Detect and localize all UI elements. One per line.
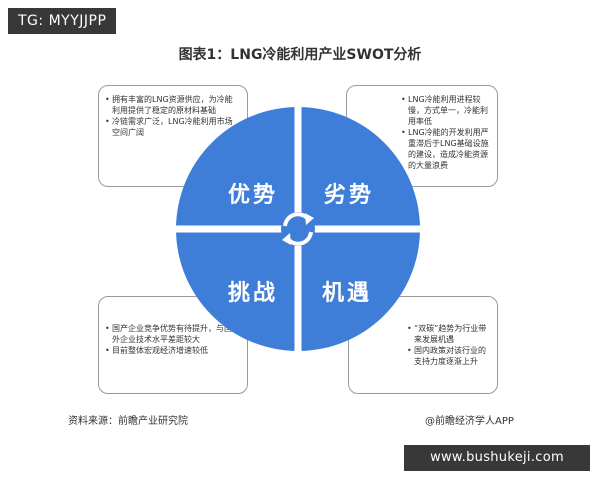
weaknesses-box: LNG冷能利用进程较慢，方式单一，冷能利用率低 LNG冷能的开发利用严重滞后于L…	[346, 85, 498, 187]
opportunities-label: 机遇	[321, 281, 372, 306]
threats-point: 目前整体宏观经济增速较低	[105, 345, 239, 356]
weaknesses-point: LNG冷能利用进程较慢，方式单一，冷能利用率低	[401, 94, 491, 127]
swot-circle-graphic	[174, 105, 422, 353]
strengths-point: 冷链需求广泛，LNG冷能利用市场空间广阔	[105, 116, 239, 138]
source-note: 资料来源：前瞻产业研究院	[68, 416, 188, 427]
opportunities-box: “双碳”趋势为行业带来发展机遇 国内政策对该行业的支持力度逐渐上升	[348, 296, 498, 394]
opportunities-point: “双碳”趋势为行业带来发展机遇	[407, 323, 491, 345]
swot-circle: 优势 劣势 挑战 机遇	[174, 105, 422, 353]
diagram-title: 图表1：LNG冷能利用产业SWOT分析	[178, 47, 422, 63]
threats-list: 国产企业竞争优势有待提升，与国外企业技术水平差距较大 目前整体宏观经济增速较低	[105, 323, 239, 356]
top-watermark: TG: MYYJJPP	[8, 8, 117, 34]
weaknesses-list: LNG冷能利用进程较慢，方式单一，冷能利用率低 LNG冷能的开发利用严重滞后于L…	[401, 94, 491, 171]
weaknesses-point: LNG冷能的开发利用严重滞后于LNG基础设施的建设，造成冷能资源的大量浪费	[401, 127, 491, 171]
cycle-arrows-icon	[281, 212, 315, 246]
threats-label: 挑战	[227, 281, 278, 306]
strengths-list: 拥有丰富的LNG资源供应，为冷能利用提供了稳定的原材料基础 冷链需求广泛，LNG…	[105, 94, 239, 138]
weaknesses-label: 劣势	[323, 183, 374, 208]
threats-point: 国产企业竞争优势有待提升，与国外企业技术水平差距较大	[105, 323, 239, 345]
strengths-label: 优势	[227, 183, 278, 208]
opportunities-point: 国内政策对该行业的支持力度逐渐上升	[407, 345, 491, 367]
publisher-credit: @前瞻经济学人APP	[425, 416, 514, 427]
strengths-point: 拥有丰富的LNG资源供应，为冷能利用提供了稳定的原材料基础	[105, 94, 239, 116]
opportunities-list: “双碳”趋势为行业带来发展机遇 国内政策对该行业的支持力度逐渐上升	[407, 323, 491, 367]
bottom-watermark: www.bushukeji.com	[404, 445, 590, 471]
